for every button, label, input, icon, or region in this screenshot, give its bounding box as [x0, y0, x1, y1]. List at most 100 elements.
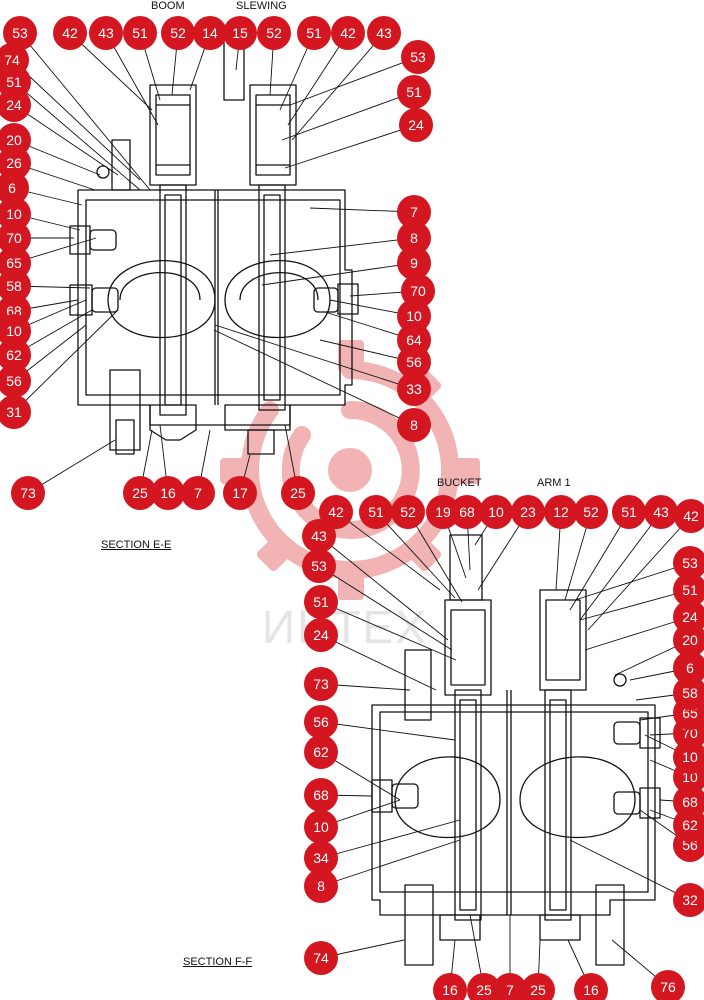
section-e-part-callout: 43: [89, 16, 123, 50]
section-f-part-callout: 74: [304, 941, 338, 975]
section-e-boom-spool: [149, 84, 197, 441]
slewing-spool-label: SLEWING: [236, 0, 287, 12]
section-e-leader-line: [13, 81, 141, 191]
section-e-part-callout: 73: [11, 476, 45, 510]
section-e-leader-line: [287, 32, 349, 126]
section-f-part-callout: 42: [674, 499, 704, 533]
section-f-bucket-spool: [439, 534, 492, 941]
section-f-part-callout: 23: [511, 495, 545, 529]
section-f-leader-line: [375, 511, 456, 599]
section-f-part-callout: 10: [479, 495, 513, 529]
section-e-part-callout: 42: [331, 16, 365, 50]
section-e-valve-body: [77, 189, 353, 426]
section-f-part-callout: 51: [304, 585, 338, 619]
section-f-part-callout: 52: [574, 495, 608, 529]
section-f-part-callout: 24: [304, 618, 338, 652]
section-e-leader-line: [289, 56, 419, 106]
section-e-part-callout: 70: [401, 274, 435, 308]
section-e-part-callout: 16: [151, 476, 185, 510]
section-e-part-callout: 56: [0, 364, 31, 398]
section-f-leader-line: [320, 601, 457, 661]
section-e-part-callout: 51: [397, 75, 431, 109]
section-f-leader-line: [320, 634, 437, 691]
section-f-part-callout: 62: [304, 735, 338, 769]
section-f-part-callout: 43: [644, 495, 678, 529]
section-e-leader-line: [214, 324, 415, 390]
watermark-text: ИНТЕХ: [262, 601, 428, 653]
section-f-part-callout: 16: [433, 973, 467, 1000]
section-f-leader-line: [587, 515, 692, 631]
section-e-part-callout: 52: [161, 16, 195, 50]
section-e-part-callout: 43: [367, 16, 401, 50]
section-e-leader-line: [261, 262, 415, 286]
section-e-leader-line: [11, 59, 141, 181]
arm-spool-label: ARM 1: [537, 477, 571, 489]
section-e-leader-line: [105, 32, 159, 126]
section-f-part-callout: 43: [302, 519, 336, 553]
section-e-leader-line: [284, 124, 417, 169]
section-f-leader-line: [574, 562, 691, 601]
section-f-leader-line: [584, 616, 691, 651]
section-f-part-callout: 73: [304, 667, 338, 701]
section-f-valve-body: [371, 690, 656, 916]
section-f-relief-valves: [371, 649, 661, 966]
section-e-leader-line: [309, 207, 415, 213]
section-e-part-callout: 31: [0, 395, 31, 429]
section-e-leader-line: [291, 32, 385, 141]
section-e-leader-line: [19, 32, 151, 191]
boom-spool-label: BOOM: [151, 0, 185, 12]
section-f-arm-spool: [539, 589, 587, 941]
section-e-leader-line: [281, 91, 415, 141]
section-e-leader-line: [69, 32, 153, 111]
section-f-leader-line: [569, 511, 630, 611]
section-f-part-callout: 51: [612, 495, 646, 529]
section-e-part-callout: 42: [53, 16, 87, 50]
section-f-part-callout: 25: [521, 973, 555, 1000]
section-f-leader-line: [318, 535, 449, 641]
section-e-part-callout: 7: [397, 195, 431, 229]
section-f-part-callout: 56: [304, 705, 338, 739]
section-f-leader-line: [318, 565, 453, 651]
section-e-title: SECTION E-E: [101, 539, 172, 551]
section-f-part-callout: 76: [651, 970, 685, 1000]
section-f-part-callout: 16: [574, 973, 608, 1000]
section-f-part-callout: 12: [544, 495, 578, 529]
section-f-leader-line: [320, 839, 461, 887]
section-f-leader-line: [579, 589, 691, 621]
section-f-title: SECTION F-F: [183, 956, 253, 968]
section-e-part-callout: 51: [123, 16, 157, 50]
section-e-leader-line: [213, 329, 415, 426]
section-e-part-callout: 53: [401, 40, 435, 74]
section-e-part-callout: 14: [193, 16, 227, 50]
section-e-part-callout: 52: [257, 16, 291, 50]
section-e-leader-line: [13, 309, 119, 413]
section-e-part-callout: 15: [223, 16, 257, 50]
section-f-part-callout: 68: [304, 778, 338, 812]
section-f-part-callout: 24: [673, 600, 704, 634]
section-f-leader-line: [320, 819, 461, 859]
bucket-spool-label: BUCKET: [437, 477, 482, 489]
section-f-leader-line: [407, 511, 463, 603]
section-f-part-callout: 32: [673, 883, 704, 917]
section-e-part-callout: 62: [0, 338, 31, 372]
section-e-part-callout: 7: [181, 476, 215, 510]
section-f-leader-line: [579, 511, 662, 621]
section-f-part-callout: 53: [673, 546, 704, 580]
section-e-part-callout: 25: [281, 476, 315, 510]
section-e-part-callout: 24: [399, 108, 433, 142]
section-f-part-callout: 53: [302, 549, 336, 583]
section-f-leader-line: [335, 511, 441, 591]
section-f-part-callout: 52: [391, 495, 425, 529]
section-e-part-callout: 8: [397, 408, 431, 442]
section-f-leader-line: [320, 721, 456, 741]
section-e-part-callout: 51: [297, 16, 331, 50]
section-f-part-callout: 51: [359, 495, 393, 529]
section-e-leader-line: [269, 237, 415, 256]
section-e-leader-line: [13, 104, 119, 176]
section-f-part-callout: 10: [304, 810, 338, 844]
section-e-part-callout: 17: [223, 476, 257, 510]
section-e-part-callout: 24: [0, 88, 31, 122]
section-e-slewing-spool: [224, 84, 297, 455]
